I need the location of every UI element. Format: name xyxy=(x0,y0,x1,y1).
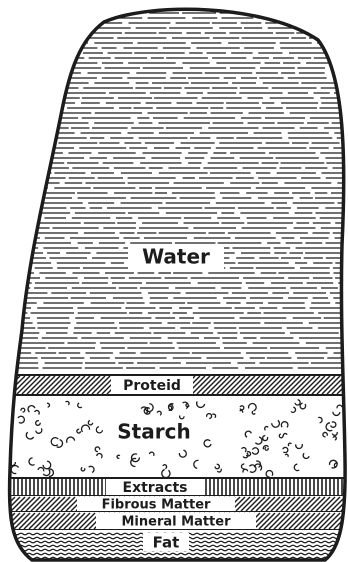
extracts-label: Extracts xyxy=(123,480,188,496)
starch-label: Starch xyxy=(117,420,190,444)
extracts-label-group: Extracts xyxy=(106,479,204,496)
proteid-hatch-line xyxy=(0,376,15,394)
water-label: Water xyxy=(142,245,210,269)
fibrous-label: Fibrous Matter xyxy=(102,498,211,513)
fat-label-group: Fat xyxy=(143,533,189,552)
water-label-group: Water xyxy=(128,244,224,270)
proteid-label-group: Proteid xyxy=(111,376,193,394)
mineral-hatch-line xyxy=(0,513,5,529)
fat-label: Fat xyxy=(153,534,180,552)
proteid-hatch-line xyxy=(0,376,10,394)
mineral-hatch-line xyxy=(0,513,10,529)
water-layer xyxy=(0,0,348,375)
fibrous-hatch-line xyxy=(0,497,5,511)
proteid-label: Proteid xyxy=(123,378,181,394)
proteid-hatch-line xyxy=(0,376,5,394)
mineral-label-group: Mineral Matter xyxy=(96,513,256,530)
starch-label-group: Starch xyxy=(108,420,200,447)
mineral-label: Mineral Matter xyxy=(122,515,232,530)
fibrous-label-group: Fibrous Matter xyxy=(77,497,235,513)
